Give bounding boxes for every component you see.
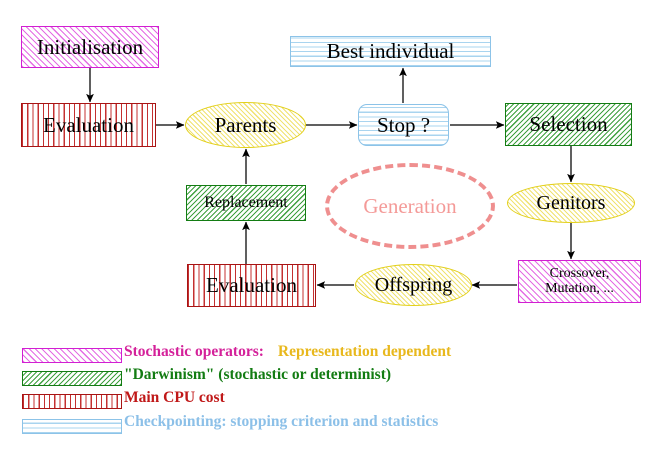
legend-swatch-magenta [22, 348, 122, 363]
node-offspring-label: Offspring [374, 273, 453, 296]
legend-swatch-blue [22, 419, 122, 434]
node-best-individual[interactable]: Best individual [290, 36, 491, 67]
legend-label-cpu-cost: Main CPU cost [124, 389, 225, 406]
node-evaluation-top[interactable]: Evaluation [21, 103, 156, 147]
node-evaluation-bottom-label: Evaluation [206, 273, 297, 298]
legend-label-stochastic-primary: Stochastic operators: [124, 343, 264, 360]
node-evaluation-bottom[interactable]: Evaluation [187, 264, 316, 307]
node-parents-label: Parents [214, 112, 277, 137]
node-best-individual-label: Best individual [326, 39, 455, 64]
node-evaluation-top-label: Evaluation [43, 112, 134, 137]
node-genitors[interactable]: Genitors [507, 183, 635, 223]
node-stop[interactable]: Stop ? [358, 104, 449, 146]
legend-swatch-green [22, 371, 122, 386]
legend-swatch-red [22, 394, 122, 409]
node-genitors-label: Genitors [536, 191, 606, 214]
node-initialisation[interactable]: Initialisation [21, 26, 159, 68]
node-crossover-mutation[interactable]: Crossover, Mutation, ... [518, 260, 641, 303]
node-selection-label: Selection [529, 112, 608, 137]
legend-label-stochastic-secondary: Representation dependent [277, 343, 452, 360]
node-crossover-mutation-label: Crossover, Mutation, ... [545, 265, 614, 296]
node-selection[interactable]: Selection [505, 103, 632, 146]
legend-label-darwinism: "Darwinism" (stochastic or determinist) [124, 366, 392, 383]
node-generation-group: Generation [325, 163, 495, 249]
node-replacement-label: Replacement [204, 193, 288, 211]
node-offspring[interactable]: Offspring [355, 264, 472, 306]
node-stop-label: Stop ? [376, 112, 431, 137]
node-initialisation-label: Initialisation [36, 34, 144, 59]
node-generation-label: Generation [363, 193, 457, 218]
node-parents[interactable]: Parents [185, 102, 306, 148]
legend-label-checkpointing: Checkpointing: stopping criterion and st… [124, 413, 439, 430]
node-replacement[interactable]: Replacement [186, 185, 306, 221]
legend-label-stochastic: Stochastic operators: Representation depe… [124, 343, 451, 361]
